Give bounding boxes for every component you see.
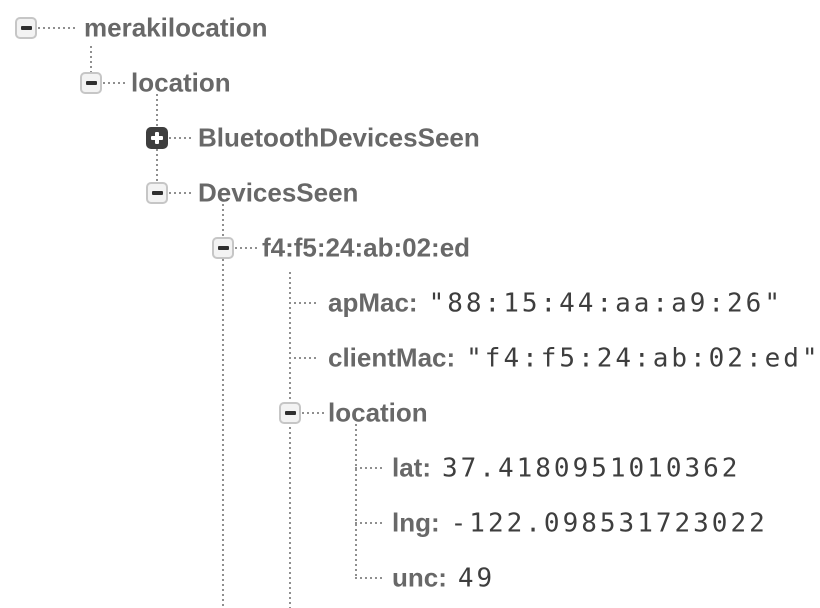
tree-row: lng: -122.098531723022 (0, 495, 820, 550)
tree-row: f4:f5:24:ab:02:ed (0, 220, 820, 275)
tree-connector-hline (355, 466, 385, 469)
tree-key-label: lng: (392, 507, 440, 537)
minus-glyph (151, 190, 163, 195)
plus-glyph (155, 131, 159, 144)
tree-node-label[interactable]: DevicesSeen (198, 177, 359, 207)
tree-connector-hline (289, 356, 319, 359)
tree-connector-hline (169, 136, 193, 139)
tree-row: apMac: "88:15:44:aa:a9:26" (0, 275, 820, 330)
tree-node-label[interactable]: location (328, 397, 428, 427)
tree-row: clientMac: "f4:f5:24:ab:02:ed" (0, 330, 820, 385)
collapse-icon[interactable] (212, 236, 234, 259)
tree-key-label: unc: (392, 562, 447, 592)
tree-key-label: clientMac: (328, 342, 456, 372)
tree-row: merakilocation (0, 0, 820, 55)
collapse-icon[interactable] (279, 401, 301, 424)
tree-connector-vline (355, 424, 357, 578)
minus-glyph (20, 25, 32, 30)
tree-connector-hline (355, 521, 385, 524)
tree-value: "f4:f5:24:ab:02:ed" (466, 343, 820, 373)
tree-value: 49 (457, 563, 496, 593)
tree-row: BluetoothDevicesSeen (0, 110, 820, 165)
tree-connector-hline (169, 191, 193, 194)
tree-connector-hline (235, 246, 258, 249)
tree-connector-hline (302, 411, 324, 414)
tree-node-label[interactable]: BluetoothDevicesSeen (198, 122, 480, 152)
tree-connector-hline (289, 301, 319, 304)
tree-connector-hline (355, 576, 385, 579)
minus-glyph (85, 80, 97, 85)
tree-connector-vline (289, 272, 291, 608)
minus-glyph (284, 410, 296, 415)
tree-row: unc: 49 (0, 550, 820, 605)
tree-row: location (0, 385, 820, 440)
tree-row: location (0, 55, 820, 110)
tree-connector-vline (90, 46, 92, 72)
minus-glyph (217, 245, 229, 250)
collapse-icon[interactable] (80, 71, 102, 94)
collapse-icon[interactable] (146, 181, 168, 204)
tree-value: 37.4180951010362 (442, 453, 741, 483)
tree-value: "88:15:44:aa:a9:26" (428, 288, 783, 318)
tree-row: lat: 37.4180951010362 (0, 440, 820, 495)
tree-connector-hline (38, 26, 78, 29)
tree-key-label: apMac: (328, 287, 418, 317)
collapse-icon[interactable] (15, 16, 37, 39)
tree-key-label: lat: (392, 452, 431, 482)
tree-row: DevicesSeen (0, 165, 820, 220)
tree-node-label[interactable]: f4:f5:24:ab:02:ed (262, 232, 471, 262)
expand-icon[interactable] (146, 126, 168, 149)
tree-connector-hline (103, 81, 126, 84)
tree-node-label[interactable]: merakilocation (84, 12, 268, 42)
tree-node-label[interactable]: location (131, 67, 231, 97)
tree-connector-vline (222, 204, 224, 608)
tree-value: -122.098531723022 (450, 508, 768, 538)
